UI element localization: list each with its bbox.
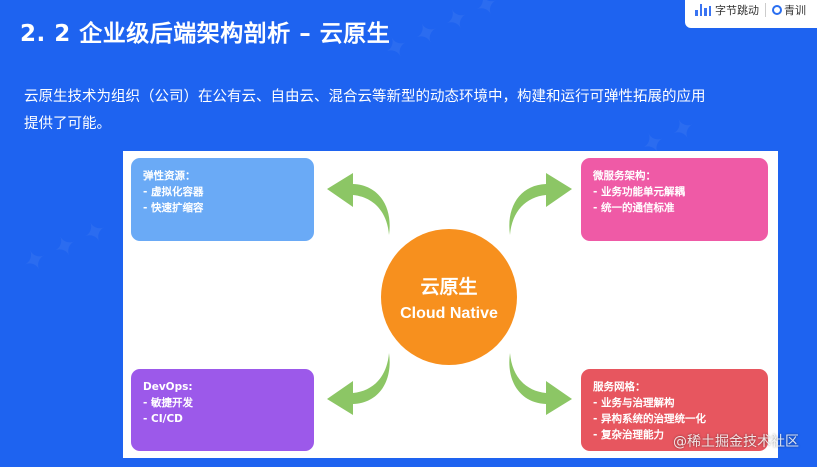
footer-watermark: @稀土掘金技术社区 — [673, 434, 799, 450]
card-item: - 敏捷开发 — [143, 397, 194, 409]
card-item: - 异构系统的治理统一化 — [593, 413, 707, 425]
intro-line-2: 提供了可能。 — [24, 116, 111, 132]
card-elastic-resources: 弹性资源： - 虚拟化容器 - 快速扩缩容 — [131, 158, 314, 241]
card-item: - 复杂治理能力 — [593, 429, 665, 441]
card-item: - 虚拟化容器 — [143, 186, 204, 198]
bytedance-logo-icon — [695, 4, 711, 16]
card-item: - 业务与治理解构 — [593, 397, 675, 409]
intro-line-1: 云原生技术为组织（公司）在公有云、自由云、混合云等新型的动态环境中，构建和运行可… — [24, 89, 706, 105]
qingxun-logo-icon — [772, 5, 782, 15]
brand-name: 字节跳动 — [715, 4, 759, 17]
background-watermark: ✦ ✦ ✦ — [17, 212, 113, 281]
card-item: - CI/CD — [143, 413, 183, 425]
background-watermark: ✦ ✦ ✦ ✦ — [378, 0, 505, 68]
card-item: - 快速扩缩容 — [143, 202, 204, 214]
card-title: 微服务架构： — [593, 170, 656, 182]
card-item: - 业务功能单元解耦 — [593, 186, 686, 198]
card-item: - 统一的通信标准 — [593, 202, 675, 214]
arrow-bottom-right-icon — [509, 353, 572, 415]
card-title: DevOps: — [143, 381, 193, 393]
card-title: 弹性资源： — [143, 170, 196, 182]
logo-divider — [765, 3, 766, 17]
center-title-zh: 云原生 — [420, 275, 478, 298]
arrow-top-left-icon — [327, 173, 390, 235]
brand-name-secondary: 青训 — [784, 4, 806, 17]
arrow-top-right-icon — [509, 173, 572, 235]
arrow-bottom-left-icon — [327, 353, 390, 415]
page-title: 2. 2 企业级后端架构剖析 – 云原生 — [20, 21, 391, 47]
card-microservices: 微服务架构： - 业务功能单元解耦 - 统一的通信标准 — [581, 158, 768, 241]
card-devops: DevOps: - 敏捷开发 - CI/CD — [131, 369, 314, 451]
cloud-native-diagram: 弹性资源： - 虚拟化容器 - 快速扩缩容 微服务架构： - 业务功能单元解耦 … — [123, 151, 778, 458]
center-title-en: Cloud Native — [400, 304, 498, 322]
cloud-native-circle: 云原生 Cloud Native — [381, 229, 517, 365]
brand-logo: 字节跳动 青训 — [685, 0, 817, 28]
intro-paragraph: 云原生技术为组织（公司）在公有云、自由云、混合云等新型的动态环境中，构建和运行可… — [24, 84, 817, 138]
card-service-mesh: 服务网格： - 业务与治理解构 - 异构系统的治理统一化 - 复杂治理能力 — [581, 369, 768, 451]
card-title: 服务网格： — [593, 381, 646, 393]
